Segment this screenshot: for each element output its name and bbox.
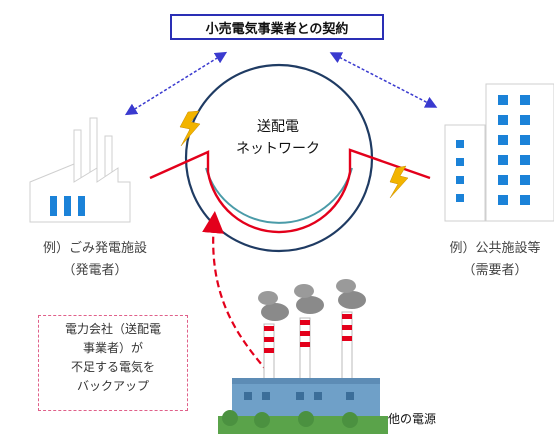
network-label-line1: 送配電: [257, 119, 299, 135]
factory-icon: [29, 117, 131, 223]
grid-ring-inner: [205, 167, 353, 224]
lightning-icon-left: [179, 110, 201, 147]
lightning-icon-right: [389, 165, 409, 199]
contract-arrow-right: [329, 52, 438, 108]
backup-line4: バックアップ: [76, 379, 149, 393]
generator-label-line2: （発電者）: [62, 263, 128, 278]
power-plant-icon: [218, 279, 388, 434]
consumer-label-line2: （需要者）: [462, 263, 528, 278]
backup-arrow: [202, 211, 269, 373]
building-icon: [444, 83, 554, 222]
backup-note: 電力会社（送配電 事業者）が 不足する電気を バックアップ: [38, 315, 188, 411]
generator-label-line1: 例）ごみ発電施設: [42, 241, 147, 256]
power-flow-line: [149, 148, 431, 234]
network-label: 送配電 ネットワーク: [232, 116, 324, 160]
contract-title: 小売電気事業者との契約: [170, 14, 384, 40]
consumer-label-line1: 例）公共施設等: [449, 241, 541, 256]
generator-label: 例）ごみ発電施設 （発電者）: [20, 238, 170, 282]
contract-arrow-left: [124, 51, 228, 116]
backup-line2: 事業者）が: [82, 341, 143, 355]
backup-line1: 電力会社（送配電: [64, 322, 161, 336]
consumer-label: 例）公共施設等 （需要者）: [425, 238, 554, 282]
network-label-line2: ネットワーク: [236, 141, 320, 157]
backup-line3: 不足する電気を: [70, 360, 155, 374]
other-source-label: 他の電源: [388, 412, 437, 426]
